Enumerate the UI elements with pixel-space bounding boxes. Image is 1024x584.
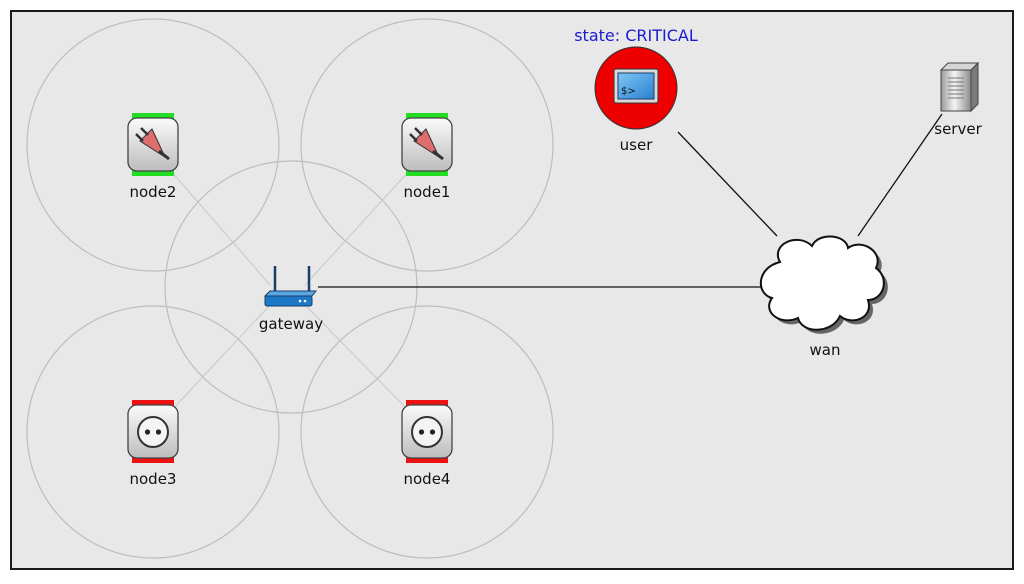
link-gateway-node2: [169, 169, 271, 286]
gateway-label: gateway: [259, 315, 323, 333]
cloud-icon: [759, 235, 888, 334]
range-circles: [26, 18, 554, 559]
node-label: node3: [130, 470, 177, 488]
wan-label: wan: [810, 341, 841, 359]
link-user-wan: [677, 131, 778, 237]
wired-links: [318, 113, 943, 288]
wireless-links: [169, 169, 411, 413]
status-bar-bottom: [132, 457, 174, 463]
link-server-wan: [857, 113, 943, 237]
node3[interactable]: node3: [127, 400, 179, 488]
node2[interactable]: node2: [127, 113, 179, 201]
plug-icon: [135, 127, 170, 161]
server-tower-icon: [939, 61, 980, 113]
node-label: node4: [404, 470, 451, 488]
link-gateway-node4: [304, 304, 411, 413]
state-label: state: CRITICAL: [574, 26, 698, 45]
status-bar-bottom: [132, 170, 174, 176]
link-gateway-node3: [169, 304, 271, 413]
status-bar-top: [406, 113, 448, 119]
wifi-router-icon: [263, 266, 318, 307]
node1[interactable]: node1: [401, 113, 453, 201]
status-bar-top: [132, 113, 174, 119]
range-circle-node4: [300, 305, 554, 559]
status-bar-top: [406, 400, 448, 406]
node4[interactable]: node4: [401, 400, 453, 488]
terminal-icon: $>: [613, 68, 659, 104]
plug-icon: [409, 127, 444, 161]
node-label: node1: [404, 183, 451, 201]
socket-icon: [137, 416, 169, 448]
server-label: server: [934, 120, 982, 138]
range-circle-node2: [26, 18, 280, 272]
gateway[interactable]: gateway: [259, 266, 323, 333]
wan[interactable]: wan: [759, 235, 888, 359]
node-label: node2: [130, 183, 177, 201]
link-gateway-node1: [304, 169, 411, 286]
status-bar-top: [132, 400, 174, 406]
status-bar-bottom: [406, 457, 448, 463]
server[interactable]: server: [934, 61, 983, 138]
user-label: user: [620, 136, 654, 154]
range-circle-node1: [300, 18, 554, 272]
socket-icon: [411, 416, 443, 448]
svg-text:$>: $>: [621, 86, 636, 97]
status-bar-bottom: [406, 170, 448, 176]
range-circle-node3: [26, 305, 280, 559]
user[interactable]: state: CRITICAL $> user: [574, 26, 698, 154]
